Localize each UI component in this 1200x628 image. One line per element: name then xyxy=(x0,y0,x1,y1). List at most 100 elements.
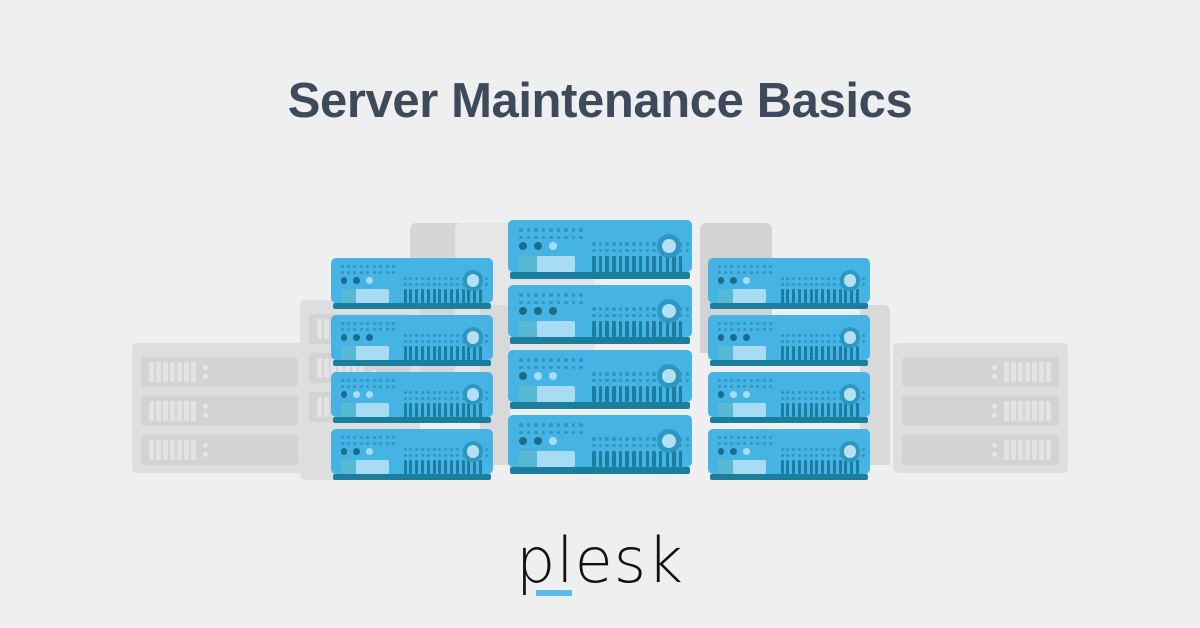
server-vent xyxy=(461,289,465,303)
server-dot xyxy=(730,271,734,275)
server-dial[interactable] xyxy=(839,327,861,348)
center-unit-1[interactable] xyxy=(508,220,692,272)
server-dot xyxy=(353,435,357,439)
left-unit-3[interactable] xyxy=(331,372,493,417)
server-vent xyxy=(665,321,670,337)
server-vent xyxy=(612,451,616,467)
server-dial[interactable] xyxy=(839,270,861,291)
gray-rack-vent xyxy=(338,358,343,378)
gray-rack-vents xyxy=(317,358,364,378)
server-dot xyxy=(372,378,376,382)
server-vent xyxy=(598,451,603,467)
server-dot xyxy=(743,328,747,332)
server-vent xyxy=(850,346,854,360)
center-unit-2[interactable] xyxy=(508,285,692,337)
gray-rack-slot xyxy=(141,435,298,465)
server-dial[interactable] xyxy=(657,234,681,258)
server-dot xyxy=(756,264,760,268)
server-panel-left xyxy=(519,386,537,402)
server-dot xyxy=(632,307,636,311)
server-dot xyxy=(372,271,376,275)
server-panel-left xyxy=(519,256,537,272)
gray-rack-vent xyxy=(1025,440,1030,460)
server-vent xyxy=(780,289,784,303)
server-dot xyxy=(685,437,690,441)
server-dot xyxy=(832,334,836,338)
gray-rack-vent xyxy=(177,362,182,382)
server-dial[interactable] xyxy=(462,441,484,462)
server-vent xyxy=(592,321,596,337)
server-vent xyxy=(592,386,596,402)
center-unit-3[interactable] xyxy=(508,350,692,402)
server-vent xyxy=(421,346,425,360)
server-dot xyxy=(571,430,575,434)
server-vent xyxy=(780,460,784,474)
server-dot xyxy=(652,378,656,383)
server-dot xyxy=(780,453,784,457)
left-unit-2[interactable] xyxy=(331,315,493,360)
server-dot xyxy=(730,378,734,382)
server-led-group xyxy=(519,437,557,445)
server-dot xyxy=(579,300,583,304)
server-dial[interactable] xyxy=(657,429,681,453)
server-panel-right xyxy=(537,386,575,402)
server-dot xyxy=(685,307,690,311)
server-vent xyxy=(844,460,848,474)
server-led-2 xyxy=(730,448,738,455)
server-dial[interactable] xyxy=(462,327,484,348)
server-dot xyxy=(678,313,683,318)
right-unit-1[interactable] xyxy=(708,258,870,303)
server-dot xyxy=(549,228,553,232)
server-dot xyxy=(484,334,488,338)
left-unit-1[interactable] xyxy=(331,258,493,303)
server-dot xyxy=(571,423,575,427)
server-dot xyxy=(749,378,753,382)
server-dot xyxy=(549,358,553,362)
server-dot xyxy=(786,334,790,338)
server-led-3 xyxy=(743,334,751,341)
server-dot xyxy=(749,435,753,439)
center-unit-4[interactable] xyxy=(508,415,692,467)
server-vent xyxy=(809,346,813,360)
server-vent xyxy=(809,403,813,417)
server-panel xyxy=(340,346,389,360)
server-dot xyxy=(786,453,790,457)
left-unit-4[interactable] xyxy=(331,429,493,474)
server-dot xyxy=(625,307,629,311)
gray-rack-dot xyxy=(203,452,208,457)
server-vent xyxy=(426,346,430,360)
server-dot xyxy=(564,228,568,232)
server-dot xyxy=(826,396,830,400)
server-dial[interactable] xyxy=(839,384,861,405)
gray-rack-dot xyxy=(992,443,997,448)
server-led-group xyxy=(519,307,557,315)
server-vent-group xyxy=(592,321,683,337)
server-dot xyxy=(372,442,376,446)
server-dot xyxy=(426,277,430,281)
server-dot xyxy=(786,339,790,343)
server-dial[interactable] xyxy=(462,384,484,405)
gray-rack-dots xyxy=(992,443,997,457)
server-dot xyxy=(625,242,629,246)
server-dial[interactable] xyxy=(657,299,681,323)
server-dial[interactable] xyxy=(462,270,484,291)
server-dial[interactable] xyxy=(839,441,861,462)
server-dial[interactable] xyxy=(657,364,681,388)
server-vent xyxy=(618,451,623,467)
server-dot xyxy=(780,334,784,338)
right-unit-3[interactable] xyxy=(708,372,870,417)
right-unit-2[interactable] xyxy=(708,315,870,360)
gray-rack-vent xyxy=(1046,401,1051,421)
server-vent-group xyxy=(592,451,683,467)
server-vent xyxy=(844,289,848,303)
server-dot xyxy=(798,391,802,395)
right-unit-4[interactable] xyxy=(708,429,870,474)
server-dot xyxy=(409,396,413,400)
server-dot xyxy=(605,437,609,441)
gray-rack-vent xyxy=(1011,362,1016,382)
server-vent xyxy=(618,256,623,272)
server-vent xyxy=(432,403,436,417)
server-dot xyxy=(809,391,813,395)
server-dot xyxy=(780,448,784,452)
server-dot xyxy=(618,437,623,441)
